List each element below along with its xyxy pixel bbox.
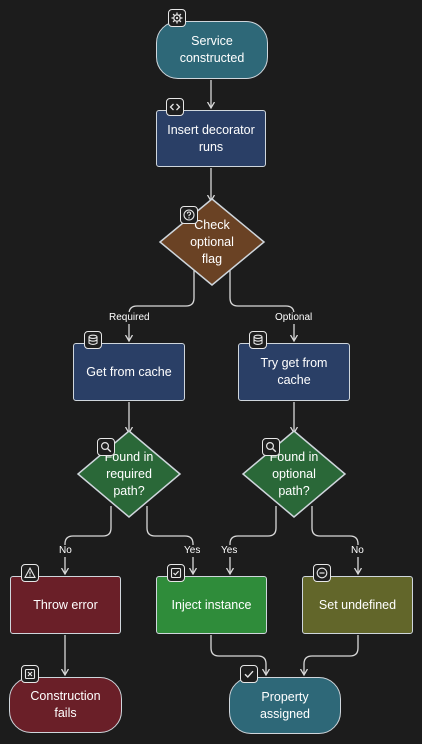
database-icon — [84, 331, 102, 349]
minus-circle-icon — [313, 564, 331, 582]
node-property-assigned-label: Property assigned — [259, 689, 311, 721]
node-check-optional[interactable]: Check optional flag — [158, 197, 266, 287]
node-found-required[interactable]: Found in required path? — [76, 429, 182, 519]
x-square-icon — [21, 665, 39, 683]
edge-label-no-right: No — [350, 545, 365, 557]
node-get-from-cache[interactable]: Get from cache — [73, 343, 185, 401]
node-construction-fails[interactable]: Construction fails — [9, 677, 122, 733]
node-found-optional-label: Found in optional path? — [269, 449, 319, 498]
node-found-optional[interactable]: Found in optional path? — [241, 429, 347, 519]
edge-found-required-no — [65, 506, 112, 573]
edge-label-optional: Optional — [274, 312, 314, 324]
node-construction-fails-label: Construction fails — [30, 689, 101, 720]
edge-check-to-try-cache — [229, 270, 294, 340]
node-found-required-label: Found in required path? — [104, 449, 154, 498]
node-property-assigned[interactable]: Property assigned — [229, 677, 341, 734]
node-insert-decorator[interactable]: Insert decorator runs — [156, 110, 266, 167]
gear-icon — [168, 9, 186, 27]
edge-label-no-left: No — [58, 545, 73, 557]
edge-found-required-yes — [146, 506, 193, 573]
node-insert-decorator-label: Insert decorator runs — [167, 122, 255, 154]
code-icon — [166, 98, 184, 116]
node-service-constructed-label: Service constructed — [179, 34, 245, 65]
node-throw-error-label: Throw error — [33, 597, 98, 612]
node-inject-instance-label: Inject instance — [171, 597, 252, 612]
node-try-get-from-cache-label: Try get from cache — [260, 356, 328, 387]
node-try-get-from-cache[interactable]: Try get from cache — [238, 343, 350, 401]
edge-label-yes-left: Yes — [183, 545, 202, 557]
search-icon — [97, 438, 115, 456]
warning-icon — [21, 564, 39, 582]
check-icon — [240, 665, 258, 683]
node-check-optional-label: Check optional flag — [190, 217, 234, 266]
node-get-from-cache-label: Get from cache — [86, 364, 172, 379]
search-icon — [262, 438, 280, 456]
edge-check-to-get-cache — [129, 270, 195, 340]
node-set-undefined-label: Set undefined — [318, 597, 397, 612]
edge-found-optional-no — [311, 506, 358, 573]
edge-inject-to-assigned — [210, 635, 266, 674]
database-icon — [249, 331, 267, 349]
node-throw-error[interactable]: Throw error — [10, 576, 121, 634]
node-set-undefined[interactable]: Set undefined — [302, 576, 413, 634]
node-inject-instance[interactable]: Inject instance — [156, 576, 267, 634]
edge-label-yes-right: Yes — [220, 545, 239, 557]
check-square-icon — [167, 564, 185, 582]
edge-found-optional-yes — [230, 506, 277, 573]
edge-undefined-to-assigned — [304, 635, 359, 674]
node-service-constructed[interactable]: Service constructed — [156, 21, 268, 79]
question-icon — [180, 206, 198, 224]
edge-label-required: Required — [108, 312, 151, 324]
